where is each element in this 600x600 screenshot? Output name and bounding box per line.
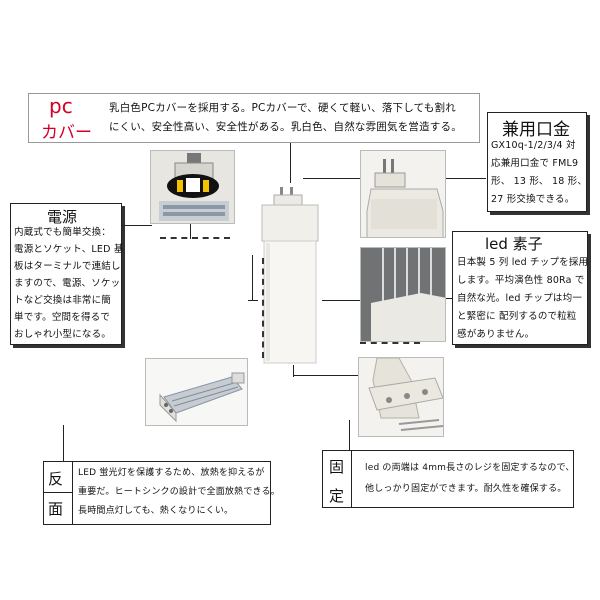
connector-fix-h [293, 375, 358, 376]
power-line4: ますので、電源、ソケッ [14, 278, 121, 289]
led-line5: 感がありません。 [457, 329, 535, 340]
connector-socket-h [303, 178, 360, 179]
connector-fix-box [349, 420, 350, 451]
dashed-power-mark [160, 237, 230, 239]
socket-photo [360, 150, 446, 238]
connector-back-h [248, 300, 258, 301]
connector-back-box [63, 425, 64, 462]
dashed-led-mark [360, 342, 420, 344]
connector-pc-cover [290, 143, 291, 183]
pc-cover-title-pc: pc [49, 94, 73, 118]
led-chip-panel: led 素子 日本製 5 列 led チップを採用 します。平均演色性 80Ra… [452, 231, 588, 345]
power-line1: 内蔵式でも簡単交換： [14, 227, 112, 238]
back-title-bottom: 面 [48, 500, 64, 518]
back-side-panel: 反 面 LED 蛍光灯を保護するため、放熱を抑えるが 重要だ。ヒートシンクの設計… [43, 461, 280, 525]
back-line1: LED 蛍光灯を保護するため、放熱を抑えるが [78, 468, 265, 478]
product-main-photo [258, 185, 322, 365]
connector-compat-h [446, 178, 486, 179]
compat-title: 兼用口金 [502, 120, 570, 140]
back-side-photo [145, 358, 248, 426]
back-line3: 長時間点灯しても、熱くなりにくい。 [78, 506, 234, 516]
compat-line2: 応兼用口金で FML9 [491, 158, 579, 169]
power-line3: 板はターミナルで連結し [14, 261, 121, 272]
fixing-panel: 固 定 led の両端は 4mm長さのレジを固定するなので、 他しっかり固定がで… [322, 450, 574, 508]
led-line4: と緊密に 配列するので粒粒 [457, 311, 577, 322]
back-line2: 重要だ。ヒートシンクの設計で全面放熱できる。 [78, 487, 280, 497]
connector-power-h [122, 225, 152, 226]
pc-cover-text-line1: 乳白色PCカバーを採用する。PCカバーで、硬くて軽い、落下しても割れ [109, 102, 456, 114]
fix-title-bottom: 定 [329, 487, 345, 505]
connector-led-box [446, 298, 453, 299]
power-line5: トなど交換は非常に簡 [14, 295, 112, 306]
connector-led-h [322, 300, 360, 301]
dashed-center-mark [262, 258, 265, 358]
fix-line2: 他しっかり固定ができます。耐久性を確保する。 [365, 484, 567, 494]
fix-title-top: 固 [329, 458, 345, 476]
fix-line1: led の両端は 4mm長さのレジを固定するなので、 [365, 463, 575, 473]
led-chip-photo [360, 247, 446, 342]
power-panel: 電源 内蔵式でも簡単交換： 電源とソケット、LED 基 板はターミナルで連結し … [10, 203, 124, 345]
compat-line4: 27 形交換できる。 [491, 194, 575, 205]
led-line2: します。平均演色性 80Ra で [457, 275, 585, 286]
compat-socket-panel: 兼用口金 GX10q-1/2/3/4 対 応兼用口金で FML9 形、 13 形… [487, 112, 587, 212]
power-line6: 単です。空間を得るで [14, 312, 111, 323]
led-line1: 日本製 5 列 led チップを採用 [457, 257, 589, 268]
compat-line3: 形、 13 形、 18 形、 [491, 176, 588, 187]
power-line2: 電源とソケット、LED 基 [14, 244, 124, 255]
pc-cover-title-cover: カバー [41, 123, 92, 143]
power-title: 電源 [47, 208, 78, 226]
led-title: led 素子 [485, 235, 543, 253]
pc-cover-text-line2: にくい、安全性高い、安全性がある。乳白色、自然な雰囲気を営造する。 [109, 121, 462, 133]
compat-line1: GX10q-1/2/3/4 対 [491, 140, 576, 151]
connector-fix-v [293, 365, 294, 377]
pc-cover-panel: pc カバー 乳白色PCカバーを採用する。PCカバーで、硬くて軽い、落下しても割… [28, 93, 480, 143]
connector-power-v [190, 224, 191, 239]
power-line7: おしゃれ小型になる。 [14, 329, 112, 340]
led-line3: 自然な光。led チップは均一 [457, 293, 583, 304]
connector-back-v [252, 255, 253, 301]
back-title-top: 反 [48, 470, 64, 488]
fixing-screw-photo [358, 357, 444, 437]
power-unit-photo [150, 150, 235, 224]
